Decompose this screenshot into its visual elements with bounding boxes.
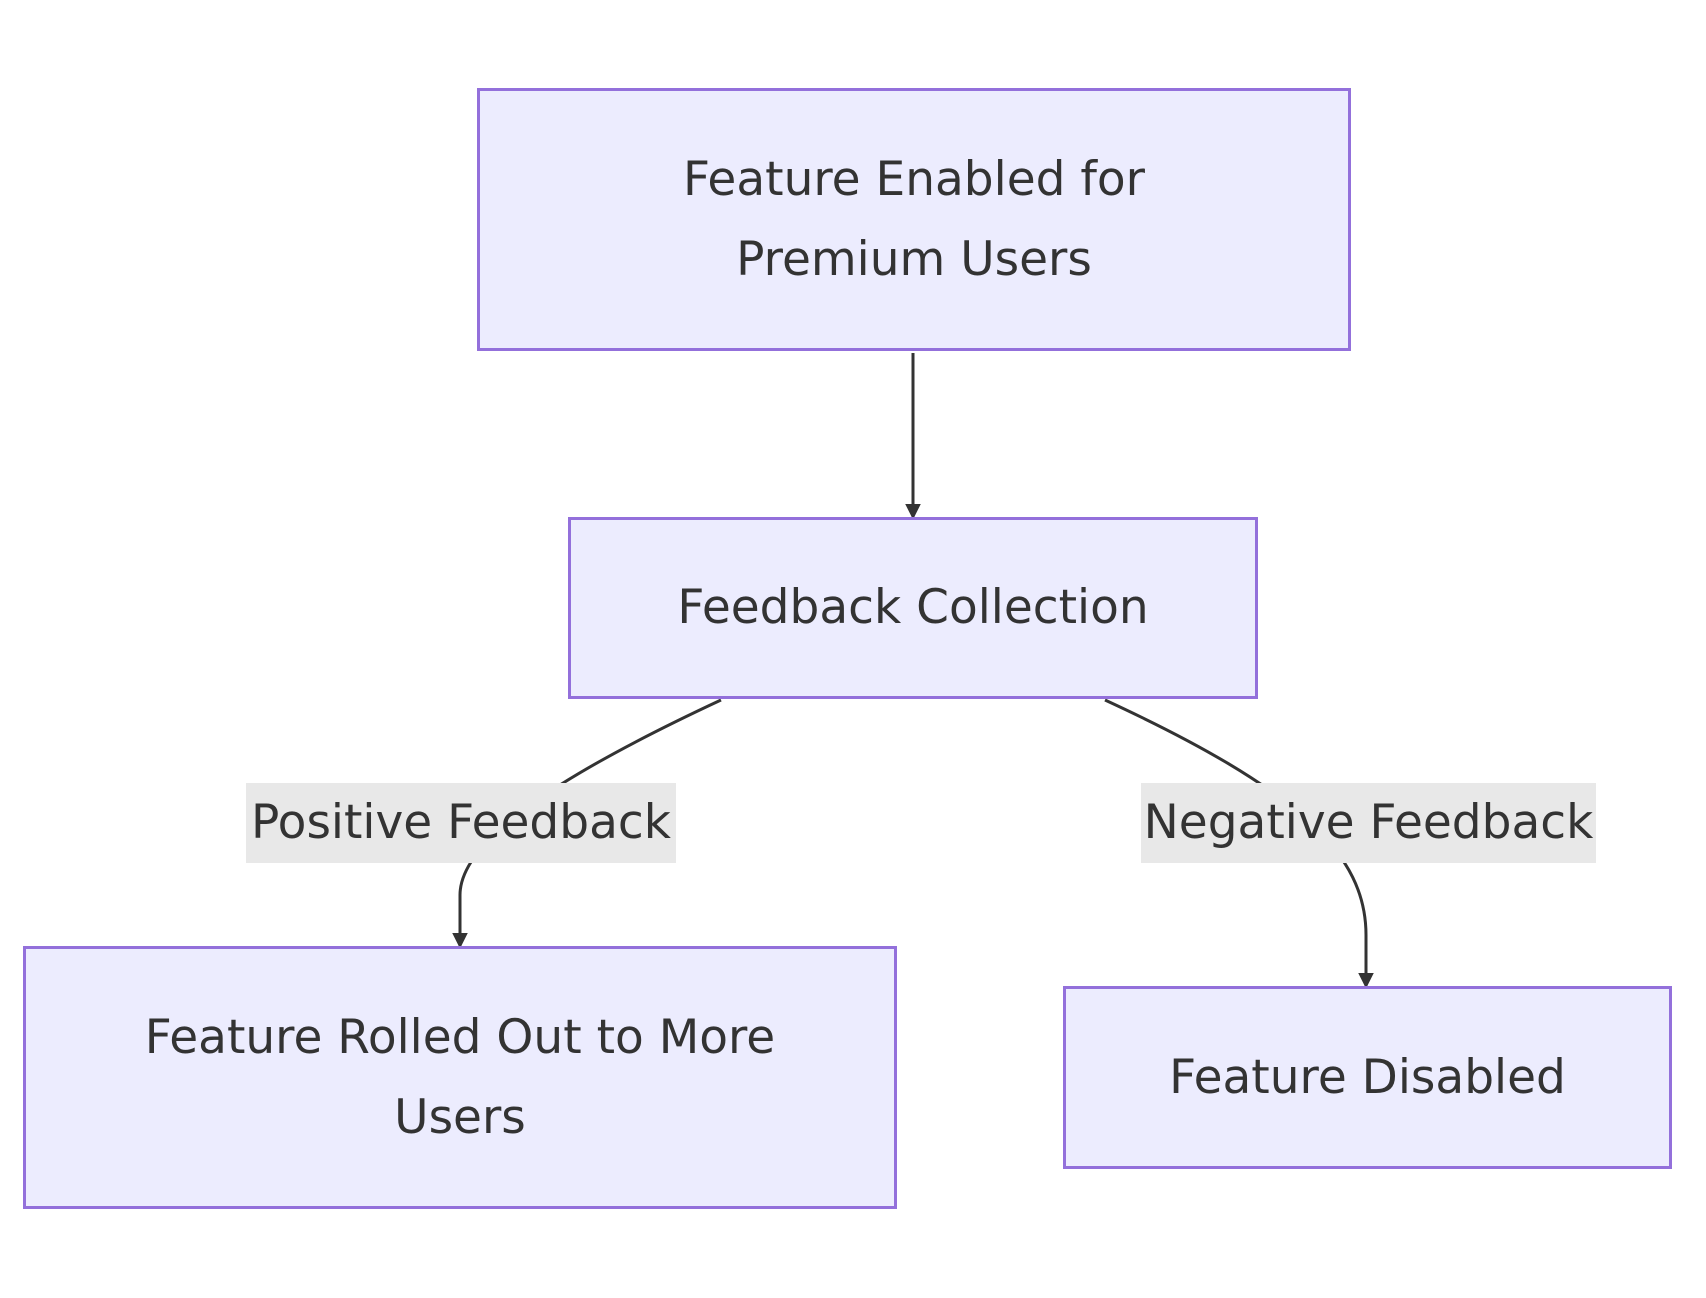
node-feedback-collection-label: Feedback Collection xyxy=(677,580,1149,635)
edge-label-positive-feedback-text: Positive Feedback xyxy=(251,795,671,850)
node-feedback-collection: Feedback Collection xyxy=(568,517,1258,699)
edge-label-negative-feedback: Negative Feedback xyxy=(1141,783,1596,863)
node-feature-rolled-out-line2: Users xyxy=(394,1089,526,1145)
node-feature-disabled: Feature Disabled xyxy=(1063,986,1672,1169)
node-feature-enabled-line1: Feature Enabled for xyxy=(682,151,1146,207)
node-feature-rolled-out-line1: Feature Rolled Out to More xyxy=(144,1009,776,1065)
node-feature-enabled: Feature Enabled for Premium Users xyxy=(477,88,1351,351)
node-feature-rolled-out: Feature Rolled Out to More Users xyxy=(23,946,897,1209)
node-feature-disabled-label: Feature Disabled xyxy=(1169,1049,1566,1105)
edge-label-negative-feedback-text: Negative Feedback xyxy=(1143,795,1594,850)
edge-label-positive-feedback: Positive Feedback xyxy=(246,783,676,863)
node-feature-enabled-line2: Premium Users xyxy=(736,231,1092,287)
